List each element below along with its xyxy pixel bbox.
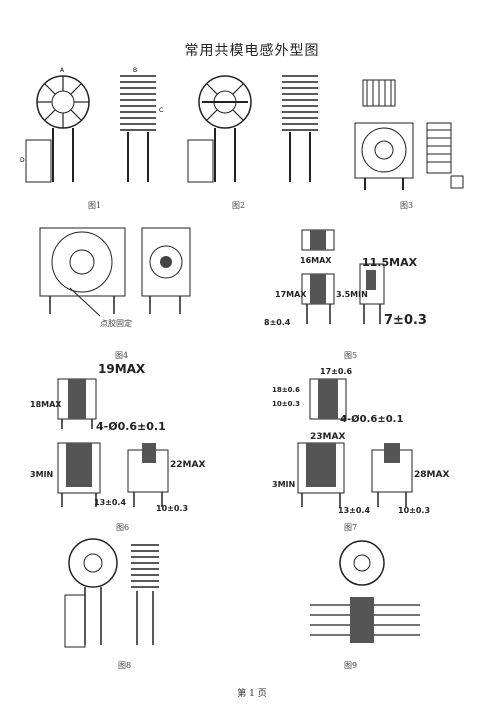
- fig5-dim-7-0-3: 7±0.3: [384, 313, 427, 328]
- fig6-dim-22max: 22MAX: [170, 460, 206, 470]
- svg-text:B: B: [133, 67, 137, 74]
- fig4-note: 点胶固定: [100, 319, 132, 328]
- svg-text:C: C: [159, 107, 163, 114]
- figure-6-drawing: [57, 378, 169, 507]
- caption-fig1: 图1: [88, 201, 102, 210]
- caption-fig3: 图3: [400, 201, 414, 210]
- fig7-dim-23max: 23MAX: [310, 432, 346, 442]
- fig6-dim-18max: 18MAX: [30, 400, 62, 409]
- fig7-dim-28max: 28MAX: [414, 470, 450, 480]
- caption-fig6: 图6: [116, 523, 130, 532]
- figure-3-drawing: [354, 79, 464, 190]
- fig6-dim-13-0-4: 13±0.4: [94, 498, 127, 507]
- fig5-dim-11-5max: 11.5MAX: [362, 256, 418, 269]
- fig5-dim-17max: 17MAX: [275, 290, 307, 299]
- fig7-dim-3min: 3MIN: [272, 480, 296, 489]
- figure-4-drawing: [39, 227, 191, 317]
- fig7-dim-13-0-4: 13±0.4: [338, 506, 371, 515]
- figure-9-drawing: [310, 540, 420, 643]
- fig7-dim-17-0-6: 17±0.6: [320, 367, 353, 376]
- fig6-dim-4-pins: 4-Ø0.6±0.1: [96, 420, 166, 433]
- fig5-dim-3-5min: 3.5MIN: [336, 290, 368, 299]
- caption-fig8: 图8: [118, 661, 132, 670]
- page-title: 常用共模电感外型图: [184, 43, 320, 59]
- fig7-dim-18-0-6: 18±0.6: [272, 386, 301, 394]
- figure-7-drawing: [297, 378, 413, 507]
- caption-fig2: 图2: [232, 201, 246, 210]
- page-footer: 第 1 页: [237, 689, 267, 699]
- svg-text:A: A: [60, 67, 65, 74]
- figure-5-drawing: [301, 229, 385, 324]
- fig7-dim-10-0-3: 10±0.3: [272, 400, 301, 408]
- caption-fig9: 图9: [344, 661, 358, 670]
- figure-1-drawing: A D B C: [20, 67, 163, 183]
- fig5-dim-8-0-4: 8±0.4: [264, 318, 291, 327]
- fig7-dim-4-pins: 4-Ø0.6±0.1: [340, 414, 404, 425]
- figure-2-drawing: [187, 75, 318, 183]
- fig7-dim-10-0-3-b: 10±0.3: [398, 506, 431, 515]
- figure-8-drawing: [64, 538, 159, 648]
- caption-fig4: 图4: [115, 351, 129, 360]
- fig6-dim-10-0-3: 10±0.3: [156, 504, 189, 513]
- caption-fig7: 图7: [344, 523, 358, 532]
- svg-text:D: D: [20, 157, 25, 164]
- fig5-dim-16max: 16MAX: [300, 256, 332, 265]
- caption-fig5: 图5: [344, 351, 358, 360]
- fig6-dim-19max: 19MAX: [98, 362, 146, 376]
- fig6-dim-3min: 3MIN: [30, 470, 54, 479]
